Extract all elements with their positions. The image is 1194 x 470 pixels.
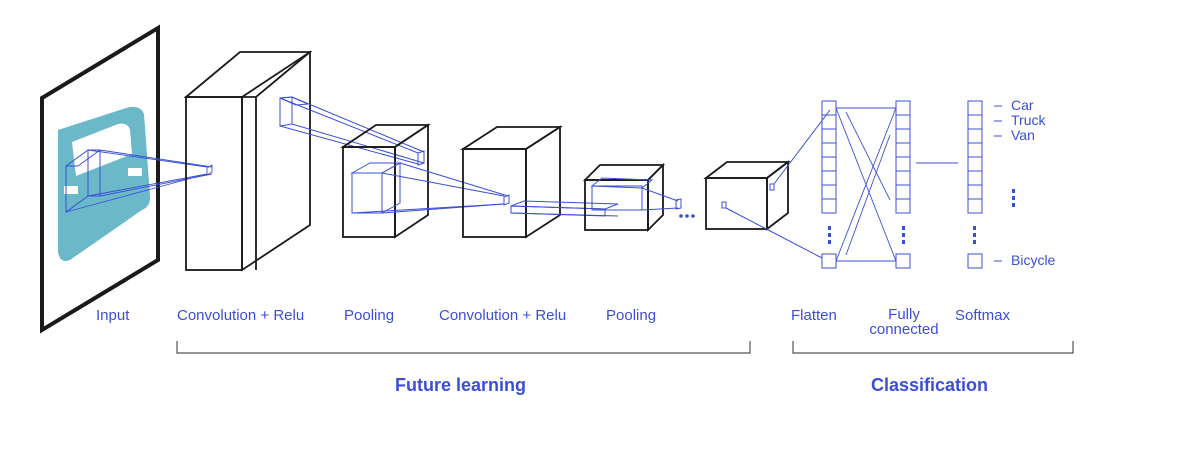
input-image bbox=[40, 24, 160, 334]
conv1-volume bbox=[183, 50, 313, 272]
conv2-volume bbox=[459, 125, 564, 239]
pool1-kernel bbox=[350, 162, 510, 214]
conv2-kernel bbox=[510, 200, 619, 217]
more-dots-icon bbox=[679, 214, 695, 218]
label-conv1: Convolution + Relu bbox=[177, 307, 305, 324]
softmax-dots bbox=[973, 189, 1015, 244]
fc-dots bbox=[902, 226, 905, 244]
label-pool2: Pooling bbox=[606, 307, 657, 324]
label-softmax: Softmax bbox=[955, 307, 1011, 324]
label-conv2: Convolution + Relu bbox=[439, 307, 567, 324]
car-icon bbox=[58, 106, 151, 261]
label-pool1: Pooling bbox=[344, 307, 395, 324]
label-fully-connected: Fully connected bbox=[869, 306, 939, 338]
flatten-links bbox=[721, 109, 831, 259]
conv1-kernel bbox=[279, 96, 425, 166]
feature-learning-bracket bbox=[176, 341, 751, 354]
group-feature-learning: Future learning bbox=[395, 375, 527, 395]
group-classification: Classification bbox=[871, 375, 989, 395]
class-label-van: Van bbox=[1011, 127, 1035, 143]
classification-bracket bbox=[792, 341, 1074, 354]
class-label-car: Car bbox=[1011, 97, 1034, 113]
pool2-volume bbox=[582, 162, 666, 233]
flatten-dots bbox=[828, 226, 831, 244]
brackets bbox=[176, 341, 1074, 354]
class-label-bicycle: Bicycle bbox=[1011, 252, 1056, 268]
dense-links bbox=[835, 107, 958, 262]
pool1-volume bbox=[340, 123, 431, 239]
class-label-truck: Truck bbox=[1011, 112, 1046, 128]
softmax-column bbox=[967, 100, 1002, 269]
fc-column bbox=[895, 100, 911, 269]
final-feature-volume bbox=[703, 160, 791, 231]
projection-lines-1 bbox=[65, 149, 213, 213]
pool2-kernel bbox=[590, 177, 682, 211]
label-input: Input bbox=[96, 307, 130, 324]
label-flatten: Flatten bbox=[791, 307, 837, 324]
